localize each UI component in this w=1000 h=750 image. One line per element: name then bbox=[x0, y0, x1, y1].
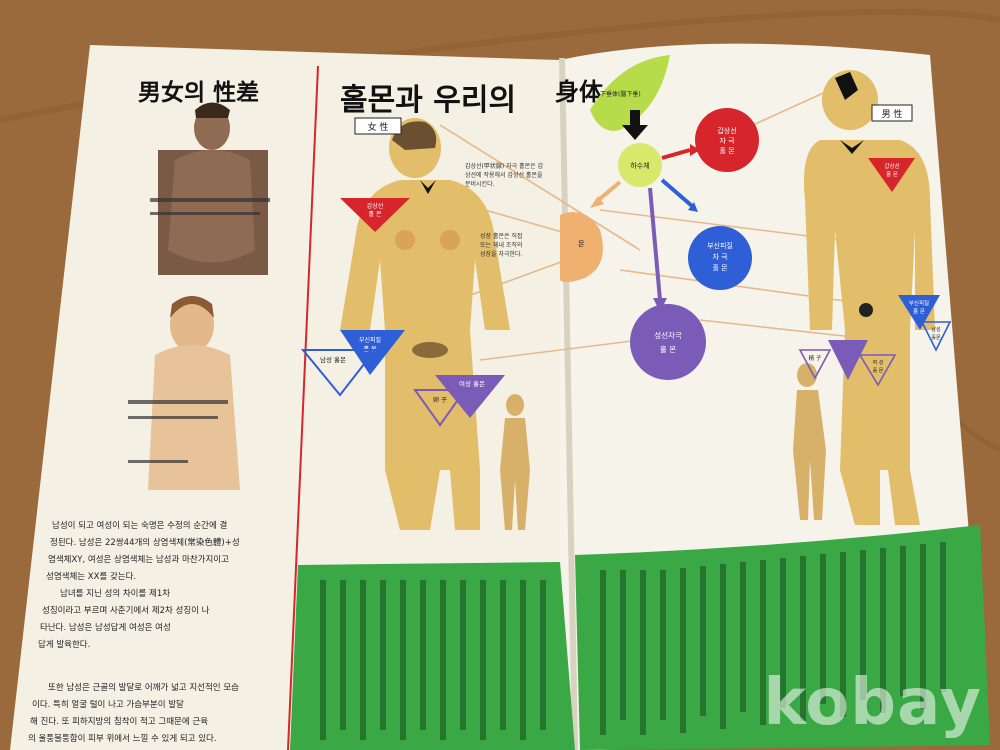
child-male-figure bbox=[793, 363, 826, 520]
node-label: 부신피질 bbox=[359, 336, 381, 344]
thyroid-icon bbox=[420, 180, 436, 194]
body-line: 성징이라고 부르며 사춘기에서 제2차 성징이 나 bbox=[42, 605, 210, 616]
green-text-panel-left bbox=[290, 562, 575, 750]
node-label: 자 극 bbox=[712, 252, 728, 261]
node-label: 갑상선 bbox=[884, 162, 899, 170]
female-hormone-triangles: 갑상선 홀 몬 부신피질 홀 몬 남성 홀몬 여성 홀몬 卵 子 bbox=[300, 198, 505, 427]
node-label: 부신피질 bbox=[707, 241, 733, 250]
left-page-content: 男女의 性差 남성이 되고 여성이 되는 숙명은 수정의 bbox=[28, 79, 270, 744]
node-label: 精 子 bbox=[809, 354, 822, 362]
pituitary-label: 下垂体(腦下垂) bbox=[600, 90, 641, 98]
growth-hormone-node bbox=[560, 212, 603, 283]
hasuche-label: 하수체 bbox=[630, 161, 649, 170]
node-label: 자 극 bbox=[719, 136, 735, 145]
body-line: 성염색체는 XX를 갖는다. bbox=[46, 571, 136, 582]
female-figure-photo bbox=[128, 296, 240, 490]
child-female-figure bbox=[500, 394, 530, 530]
body-line: 남성이 되고 여성이 되는 숙명은 수정의 순간에 결 bbox=[52, 520, 227, 531]
male-figure-photo bbox=[150, 102, 270, 275]
female-tag: 女 性 bbox=[368, 121, 389, 133]
spread-title: 홀몬과 우리의 bbox=[340, 83, 516, 118]
body-line: 정된다. 남성은 22쌍44개의 상염색체(常染色體)+성 bbox=[50, 537, 240, 548]
node-label: 남성 bbox=[931, 326, 940, 333]
body-line: 타난다. 남성은 남성답게 여성은 여성 bbox=[40, 622, 171, 633]
female-tag-box bbox=[354, 117, 402, 135]
annotation-line: 성장 홀몬은 직접 bbox=[480, 232, 522, 240]
annotation-growth: 성장 홀몬은 직접 또는 체내 조직의 성장을 자극한다. bbox=[480, 232, 523, 258]
pituitary-illustration: 下垂体(腦下垂) bbox=[590, 55, 670, 140]
hormone-arrows bbox=[590, 144, 700, 312]
body-line: 해 진다. 또 피하지방의 침착이 적고 그때문에 근육 bbox=[30, 716, 208, 727]
node-label: 몬 bbox=[578, 240, 585, 248]
arrow-down-icon bbox=[622, 110, 648, 140]
hasuche-node bbox=[618, 143, 662, 187]
left-page-title: 男女의 性差 bbox=[138, 79, 259, 106]
body-line: 또한 남성은 근골의 발달로 어깨가 넓고 지선적인 모습 bbox=[48, 682, 239, 693]
body-line: 남녀를 지닌 성의 차이를 제1차 bbox=[60, 588, 170, 599]
node-label: 여 성 bbox=[873, 359, 884, 366]
body-line: 의 울퉁불퉁함이 피부 위에서 느낄 수 있게 되고 있다. bbox=[28, 733, 217, 744]
gonad-stim-node bbox=[630, 304, 706, 380]
male-body-illustration bbox=[804, 70, 935, 525]
adrenal-stim-node bbox=[688, 226, 752, 290]
node-label: 갑상선 bbox=[717, 126, 736, 135]
female-body-illustration bbox=[340, 118, 510, 530]
node-label: 성선자극 bbox=[654, 331, 682, 340]
body-line: 염색체XY, 여성은 상염색체는 남성과 마찬가지이고 bbox=[48, 554, 229, 565]
annotation-line: 분비시킨다. bbox=[465, 180, 495, 188]
annotation-thyroid: 갑상선(甲状腺) 자극 홀몬은 갑 상선에 작용해서 갑상선 홀몬을 분비시킨다… bbox=[465, 162, 544, 188]
male-tag: 男 性 bbox=[882, 108, 903, 120]
node-label: 남성 홀몬 bbox=[320, 355, 346, 364]
node-label: 卵 子 bbox=[433, 396, 447, 404]
node-label: 홀 몬 bbox=[913, 307, 925, 315]
annotation-line: 갑상선(甲状腺) 자극 홀몬은 갑 bbox=[465, 162, 544, 170]
node-label: 홀 몬 bbox=[873, 367, 884, 374]
left-body-text: 남성이 되고 여성이 되는 숙명은 수정의 순간에 결 정된다. 남성은 22쌍… bbox=[28, 520, 240, 744]
node-label: 홀 몬 bbox=[712, 263, 728, 272]
red-divider bbox=[287, 65, 319, 750]
watermark: kobay bbox=[763, 666, 982, 740]
node-label: 홀몬 bbox=[931, 334, 941, 341]
node-label: 부신피질 bbox=[909, 299, 929, 307]
node-label: 여성 홀몬 bbox=[459, 379, 485, 388]
body-line: 이다. 특히 얼굴 털이 나고 가슴부분이 발달 bbox=[32, 699, 184, 710]
vertical-text-columns bbox=[320, 542, 946, 740]
body-line: 답게 발육한다. bbox=[38, 639, 90, 650]
annotation-line: 성장을 자극한다. bbox=[480, 250, 523, 258]
node-label: 홀 몬 bbox=[660, 344, 676, 354]
male-tag-box bbox=[871, 104, 913, 122]
node-label: 홀 몬 bbox=[719, 146, 735, 155]
node-label: 홀 몬 bbox=[886, 170, 898, 178]
node-label: 홀 몬 bbox=[369, 210, 382, 218]
annotation-line: 상선에 작용해서 갑상선 홀몬을 bbox=[465, 171, 543, 179]
node-label: 갑상선 bbox=[367, 202, 384, 210]
annotation-line: 또는 체내 조직의 bbox=[480, 241, 522, 249]
thyroid-stim-node bbox=[695, 108, 759, 172]
male-hormone-triangles: 갑상선 홀 몬 부신피질 홀 몬 남성 홀몬 여 성 홀 몬 精 子 bbox=[798, 158, 952, 387]
